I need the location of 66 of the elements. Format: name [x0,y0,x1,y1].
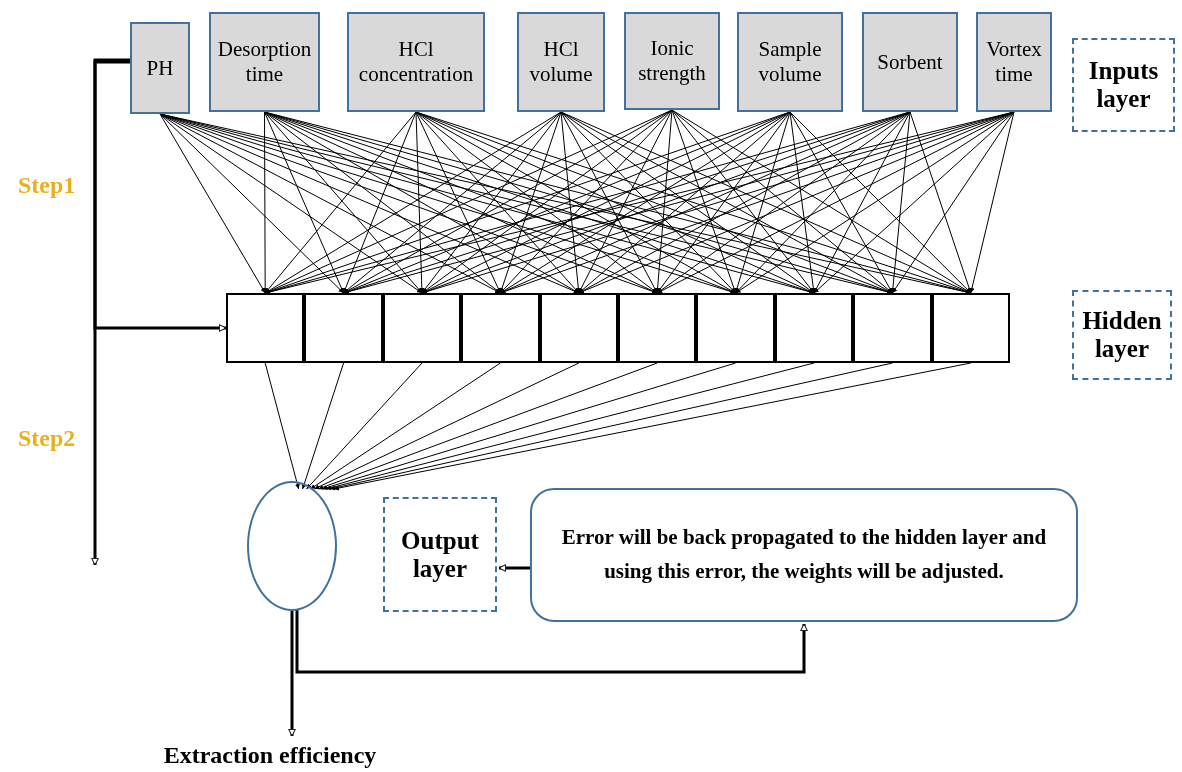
connection-arrow [560,111,658,294]
flow-arrow [288,611,296,737]
hidden-neuron-box [304,293,383,363]
connection-arrow [415,111,425,294]
flow-arrow [93,58,227,332]
hidden-neuron-box [696,293,775,363]
connection-arrow [789,111,893,294]
hidden-neuron-box [618,293,697,363]
hidden-neuron-box [461,293,540,363]
connection-arrow [578,111,791,294]
connection-arrow [890,111,911,294]
connection-arrow [813,111,911,294]
layer-label-box: Output layer [383,497,497,612]
connection-arrow [655,109,673,294]
connection-arrow [262,111,268,294]
output-label: Extraction efficiency [163,741,377,769]
flow-arrow [498,564,530,572]
connection-arrow [671,109,737,294]
flow-arrow [91,60,130,566]
note-box: Error will be back propagated to the hidden layer and using this error, the weights will be adjusted. [530,488,1078,622]
connection-arrow [578,109,673,294]
connection-arrow [969,111,1015,294]
connection-arrow [264,111,345,294]
hidden-neuron-box [931,293,1010,363]
connection-arrow [159,113,266,294]
connection-arrow [159,113,345,294]
connection-arrow [306,362,423,490]
connection-arrow [317,362,658,490]
layer-label-box: Hidden layer [1072,290,1172,380]
connection-arrow [309,362,501,490]
input-box: Desorption time [209,12,320,112]
output-node-circle [247,481,337,611]
input-box: Ionic strength [624,12,720,110]
input-box: HCl concentration [347,12,485,112]
input-box: Vortex time [976,12,1052,112]
step-label: Step2 [18,425,76,452]
flow-arrow [295,610,808,674]
connection-arrow [789,111,816,294]
connection-arrow [891,111,1015,294]
input-box: HCl volume [517,12,605,112]
connection-arrow [264,362,300,490]
layer-label-box: Inputs layer [1072,38,1175,132]
hidden-neuron-box [382,293,462,363]
connection-arrow [560,111,815,294]
connection-arrow [301,362,345,490]
step-label: Step1 [18,172,76,199]
hidden-neuron-box [853,293,932,363]
connection-arrow [560,111,581,294]
connection-arrow [313,362,580,490]
connection-arrow [671,109,815,294]
hidden-neuron-box [774,293,854,363]
connection-arrow [343,111,417,294]
input-box: PH [130,22,190,114]
connection-arrow [909,111,972,294]
hidden-neuron-box [539,293,618,363]
input-box: Sorbent [862,12,958,112]
connection-arrow [656,111,791,294]
hidden-neuron-box [226,293,305,363]
connection-arrow [734,111,791,294]
connection-arrow [415,111,501,294]
connection-arrow [321,362,737,490]
connection-arrow [735,111,1015,294]
connection-arrow [499,111,562,294]
connection-arrow [735,111,911,294]
connection-arrow [813,111,1015,294]
input-box: Sample volume [737,12,843,112]
